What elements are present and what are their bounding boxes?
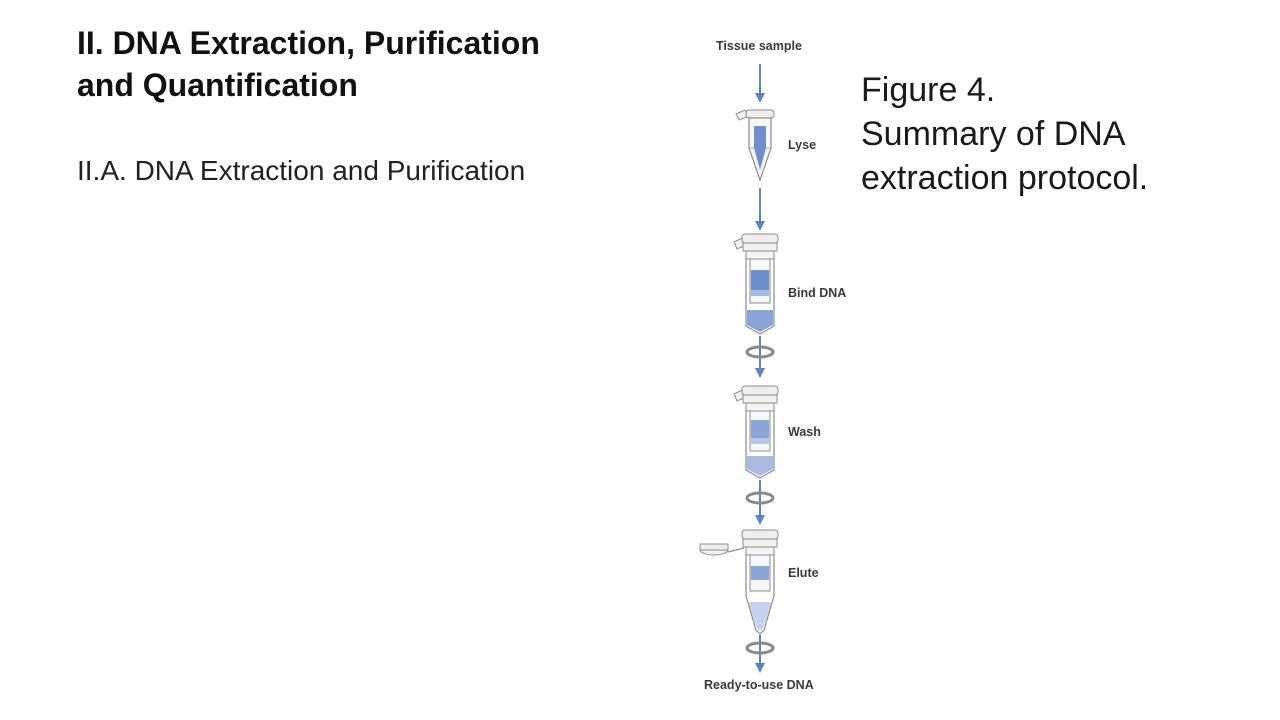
- spin-column-icon: [733, 233, 779, 335]
- step-label-ready-to-use-dna: Ready-to-use DNA: [704, 678, 814, 692]
- caption-line-3: extraction protocol.: [861, 159, 1149, 197]
- figure-caption: Figure 4. Summary of DNA extraction prot…: [861, 68, 1241, 200]
- step-label-bind-dna: Bind DNA: [788, 286, 847, 300]
- elution-tube-icon: [699, 529, 779, 635]
- lysis-tube-icon: [735, 109, 775, 182]
- caption-line-1: Figure 4.: [861, 71, 996, 109]
- step-label-tissue-sample: Tissue sample: [716, 39, 802, 53]
- step-label-lyse: Lyse: [788, 138, 817, 152]
- section-subtitle: II.A. DNA Extraction and Purification: [77, 155, 526, 186]
- rotation-icon: [745, 345, 775, 359]
- slide-title-line-1: II. DNA Extraction, Purification: [77, 25, 540, 61]
- step-label-wash: Wash: [788, 425, 821, 439]
- caption-line-2: Summary of DNA: [861, 115, 1126, 153]
- rotation-icon: [745, 641, 775, 655]
- slide-title: II. DNA Extraction, Purification and Qua…: [77, 22, 657, 106]
- slide-title-line-2: and Quantification: [77, 67, 358, 103]
- spin-column-icon: [733, 385, 779, 479]
- dna-extraction-workflow-diagram: Tissue sample Lyse Bind DNA Wash Elute R…: [690, 30, 870, 710]
- rotation-icon: [745, 491, 775, 505]
- workflow-graphic: [699, 64, 779, 673]
- step-label-elute: Elute: [788, 566, 819, 580]
